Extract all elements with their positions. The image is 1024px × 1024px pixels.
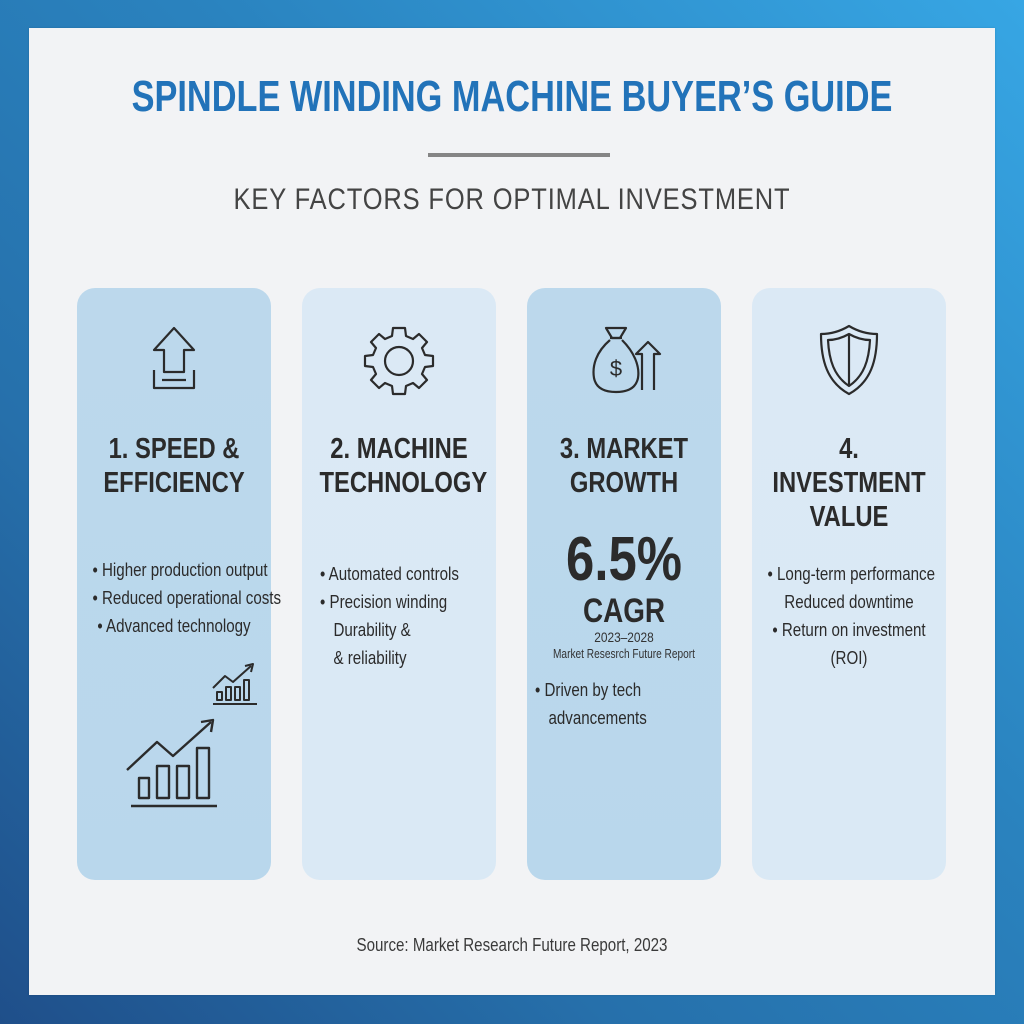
page-subtitle: KEY FACTORS FOR OPTIMAL INVESTMENT (233, 183, 791, 216)
title-divider (428, 153, 610, 157)
card-machine-technology: 2. MACHINE TECHNOLOGY • Automated contro… (302, 288, 496, 880)
svg-text:$: $ (610, 356, 622, 381)
card-heading: 1. SPEED & EFFICIENCY (103, 433, 245, 499)
card-market-growth: $ 3. MARKET GROWTH 6.5% CAGR 2023–2028 M… (527, 288, 721, 880)
growth-chart-large-icon (125, 718, 221, 815)
card-speed-efficiency: 1. SPEED & EFFICIENCY • Higher productio… (77, 288, 282, 880)
growth-chart-small-icon (211, 662, 259, 713)
card-heading: 3. MARKET GROWTH (559, 433, 689, 499)
upload-arrow-icon (77, 324, 271, 396)
cagr-label: CAGR (582, 592, 666, 630)
page-title: SPINDLE WINDING MACHINE BUYER’S GUIDE (131, 72, 893, 121)
money-bag-growth-icon: $ (527, 324, 721, 396)
card-investment-value: 4. INVESTMENT VALUE • Long-term performa… (752, 288, 946, 880)
cagr-period: 2023–2028 (594, 629, 654, 645)
cagr-source: Market Resesrch Future Report (552, 646, 696, 661)
gear-icon (302, 324, 496, 396)
card-bullets: • Driven by tech advancements (535, 680, 647, 728)
card-heading: 2. MACHINE TECHNOLOGY (319, 433, 488, 499)
card-heading: 4. INVESTMENT VALUE (772, 433, 926, 533)
card-bullets: • Higher production output • Reduced ope… (92, 560, 282, 636)
shield-icon (752, 324, 946, 396)
card-bullets: • Automated controls • Precision winding… (320, 564, 459, 668)
card-bullets: • Long-term performance Reduced downtime… (767, 564, 936, 668)
cagr-value: 6.5% (566, 525, 682, 594)
source-citation: Source: Market Research Future Report, 2… (356, 935, 668, 955)
